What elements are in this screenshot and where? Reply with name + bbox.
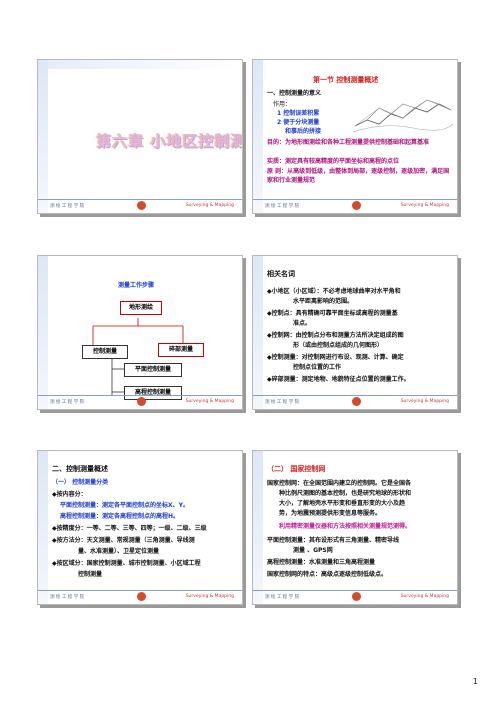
purpose-text: 目的：为地形图测绘和各种工程测量提供控制基础和起算基准: [267, 139, 430, 146]
term-line: 控制点位置的工作: [293, 364, 342, 371]
footer-school: 测 绘 工 程 学 院: [50, 595, 85, 600]
footer-school: 测 绘 工 程 学 院: [265, 204, 300, 209]
slide-left-bar: [253, 256, 263, 409]
term-line: 准点。: [293, 320, 312, 327]
section-title: 第一节 控制测量概述: [313, 76, 379, 84]
class-line: 高程控制测量：测定各高程控制点的高程H。: [60, 513, 180, 520]
role-item: 2 便于分块测量: [277, 119, 320, 126]
slide-footer: 测 绘 工 程 学 院 Surveying & Mapping: [253, 199, 457, 213]
slide-top-bar: [48, 60, 242, 69]
slide-left-bar: [253, 60, 263, 213]
class-line: ◆按区域分：国家控制测量、城市控制测量、小区域工程: [52, 560, 201, 567]
slide-footer: 测 绘 工 程 学 院 Surveying & Mapping: [253, 590, 457, 604]
slide-5: 二、控制测量概述 （一） 控制测量分类 ◆按内容分： 平面控制测量：测定各平面控…: [37, 450, 243, 605]
slide-left-bar: [38, 60, 48, 213]
slide-footer: 测 绘 工 程 学 院 Surveying & Mapping: [253, 395, 457, 409]
footer-brand: Surveying & Mapping: [400, 203, 449, 208]
network-line: 大小，了解地壳水平形变和垂直形变的大小及趋: [279, 500, 406, 507]
school-logo-icon: [137, 201, 146, 210]
steps-title: 测量工作步骤: [118, 282, 155, 289]
network-line: 势，为地震预测提供形变信息等服务。: [279, 510, 382, 517]
network-line: 高程控制测量：水准测量和三角高程测量: [267, 559, 376, 566]
page-number: 1: [472, 677, 478, 686]
control-network-sketch: [353, 99, 453, 133]
slide-footer: 测 绘 工 程 学 院 Surveying & Mapping: [38, 590, 242, 604]
step-box-horizontal: 平面控制测量: [124, 363, 182, 377]
class-line: 平面控制测量：测定各平面控制点的坐标X、Y。: [60, 502, 189, 509]
network-line: 测量 、GPS网: [293, 547, 333, 554]
essence-text: 实质：测定具有较高精度的平面坐标和高程的点位: [267, 158, 400, 165]
footer-brand: Surveying & Mapping: [185, 203, 234, 208]
class-line: ◆按方法分：天文测量、常规测量（三角测量、导线测: [52, 537, 195, 544]
step-box-terrain: 地形测绘: [120, 301, 162, 315]
footer-brand: Surveying & Mapping: [185, 594, 234, 599]
step-box-detail: 碎部测量: [158, 343, 204, 357]
slide-left-bar: [253, 451, 263, 604]
slide-footer: 测 绘 工 程 学 院 Surveying & Mapping: [38, 199, 242, 213]
slide-1: 第六章 小地区控制测量 测 绘 工 程 学 院 Surveying & Mapp…: [37, 59, 243, 214]
term-line: ◆控制点：具有精确可靠平面坐标或高程的测量基: [267, 310, 398, 317]
network-line: 国家控制网：在全国范围内建立的控制网。它是全国各: [267, 480, 412, 487]
principle-text: 原 则：从高级到低级，由整体到局部，逐级控制，逐级加密，满足国家和行业测量规范: [267, 168, 450, 184]
term-line: ◆小地区（小区域）：不必考虑地球曲率对水平角和: [267, 288, 401, 295]
slide-left-bar: [38, 451, 48, 604]
class-line: ◆按精度分：一等、二等、三等、四等；一级、二级、三级: [52, 525, 207, 532]
term-line: 水平距离影响的范围。: [293, 298, 354, 305]
class-line: ◆按内容分：: [52, 491, 87, 498]
national-network-heading: （二） 国家控制网: [267, 465, 326, 473]
network-line: 种比例尺测图的基本控制，也是研究地球的形状和: [279, 490, 412, 497]
term-line: ◆碎部测量：测定地物、地貌特征点位置的测量工作。: [267, 376, 410, 383]
footer-school: 测 绘 工 程 学 院: [50, 204, 85, 209]
slide-3: 测量工作步骤 地形测绘 控制测量 碎部测量 平面控制测量 高程控制测量 测 绘 …: [37, 255, 243, 410]
school-logo-icon: [137, 592, 146, 601]
school-logo-icon: [352, 397, 361, 406]
overview-heading: 二、控制测量概述: [52, 465, 108, 473]
footer-school: 测 绘 工 程 学 院: [50, 400, 85, 405]
school-logo-icon: [137, 397, 146, 406]
roles-label: 作用：: [273, 101, 292, 108]
steps-connectors: [92, 318, 184, 396]
network-line: 利用精密测量仪器和方法按照相关测量规范测得。: [279, 523, 412, 530]
term-line: 形（或由控制点组成的几何图形）: [293, 342, 384, 349]
step-box-elevation: 高程控制测量: [124, 386, 182, 400]
slide-6: （二） 国家控制网 国家控制网：在全国范围内建立的控制网。它是全国各 种比例尺测…: [252, 450, 458, 605]
network-line: 平面控制测量：其布设形式有三角测量、精密导线: [267, 537, 400, 544]
classification-heading: （一） 控制测量分类: [52, 479, 109, 486]
role-item: 和事后的拼接: [285, 128, 322, 135]
terms-title: 相关名词: [267, 270, 295, 278]
slide-footer: 测 绘 工 程 学 院 Surveying & Mapping: [38, 395, 242, 409]
footer-brand: Surveying & Mapping: [400, 399, 449, 404]
section-heading: 一、控制测量的意义: [267, 90, 322, 97]
footer-school: 测 绘 工 程 学 院: [265, 595, 300, 600]
slide-left-bar: [38, 256, 48, 409]
slide-2: 第一节 控制测量概述 一、控制测量的意义 作用： 1 控制误差积累 2 便于分块…: [252, 59, 458, 214]
term-line: ◆控制网：由控制点分布和测量方法所决定组成的图: [267, 332, 404, 339]
footer-school: 测 绘 工 程 学 院: [265, 400, 300, 405]
network-line: 国家控制网的特点：高级点逐级控制低级点。: [267, 571, 388, 578]
term-line: ◆控制测量：对控制网进行布设、观测、计算、确定: [267, 354, 404, 361]
class-line: 量、水准测量）、卫星定位测量: [78, 548, 160, 555]
school-logo-icon: [352, 592, 361, 601]
school-logo-icon: [352, 201, 361, 210]
step-box-control: 控制测量: [82, 345, 128, 359]
slide-4: 相关名词 ◆小地区（小区域）：不必考虑地球曲率对水平角和 水平距离影响的范围。 …: [252, 255, 458, 410]
chapter-title: 第六章 小地区控制测量: [96, 132, 242, 150]
class-line: 控制测量: [78, 571, 103, 578]
footer-brand: Surveying & Mapping: [185, 399, 234, 404]
footer-brand: Surveying & Mapping: [400, 594, 449, 599]
role-item: 1 控制误差积累: [277, 110, 320, 117]
